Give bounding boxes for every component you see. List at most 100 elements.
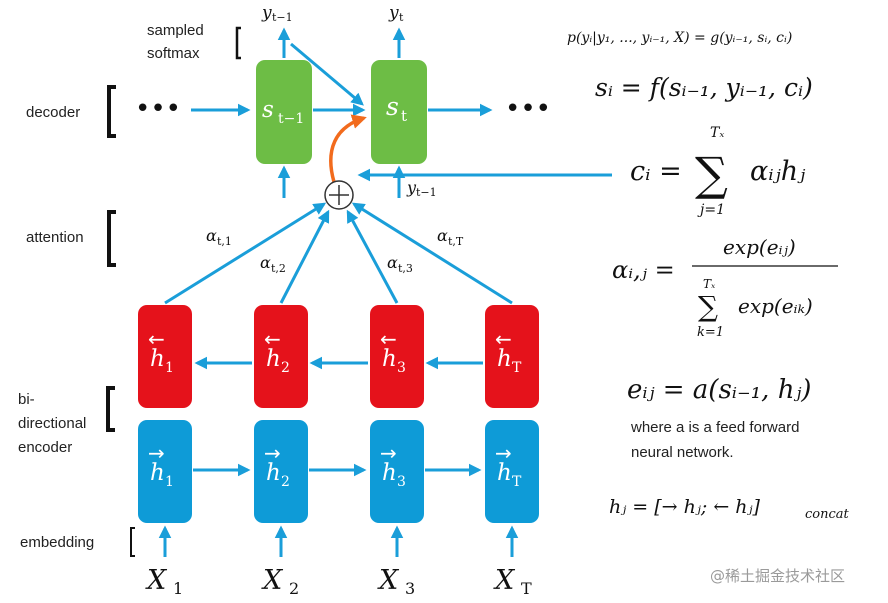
attention-arrow-2 bbox=[279, 209, 330, 304]
backward-cell-3: ← h 3 bbox=[370, 305, 424, 408]
decoder-dots-right: ••• bbox=[505, 94, 551, 124]
equation-hidden: hⱼ = [→ hⱼ; ← hⱼ] bbox=[609, 496, 761, 518]
input-2-label: X bbox=[261, 565, 284, 596]
sum-icon-alpha: ∑ bbox=[698, 290, 718, 323]
sum-icon-context: ∑ bbox=[695, 147, 728, 201]
decoder-state-cur-label: s bbox=[386, 92, 399, 121]
attention-label: attention bbox=[26, 229, 84, 246]
forward-state-1-label: h bbox=[150, 460, 165, 486]
alpha-sum-lower: k=1 bbox=[697, 325, 724, 340]
equation-hidden-sub: concat bbox=[805, 507, 850, 522]
forward-state-2-label: h bbox=[266, 460, 281, 486]
decoder-state-prev-label: s bbox=[262, 97, 274, 123]
alpha-T-sub: t,T bbox=[448, 235, 464, 248]
embedding-label: embedding bbox=[20, 534, 94, 551]
context-sum-lower: j=1 bbox=[697, 202, 725, 218]
forward-arrow-icon: → bbox=[495, 441, 512, 465]
backward-cell-T: ← h T bbox=[485, 305, 539, 408]
input-2-sub: 2 bbox=[289, 579, 299, 598]
alpha-T-label: α bbox=[437, 226, 448, 245]
attention-arrow-T bbox=[351, 202, 513, 305]
input-1-sub: 1 bbox=[173, 579, 183, 598]
decoder-dots-left: ••• bbox=[135, 94, 181, 124]
output-cur-sub: t bbox=[399, 11, 404, 24]
alpha-1-label: α bbox=[206, 226, 217, 245]
alpha-1-sub: t,1 bbox=[217, 235, 232, 248]
backward-arrow-icon: ← bbox=[380, 327, 397, 351]
backward-arrow-icon: ← bbox=[148, 327, 165, 351]
context-to-state-arrow bbox=[329, 114, 367, 183]
decoder-bracket bbox=[107, 85, 116, 138]
softmax-bracket bbox=[235, 26, 241, 60]
encoder-bracket bbox=[106, 386, 115, 432]
attention-arrow-3 bbox=[346, 209, 399, 304]
alpha-3-sub: t,3 bbox=[398, 262, 413, 275]
backward-state-1-label: h bbox=[150, 346, 165, 372]
backward-state-3-sub: 3 bbox=[397, 360, 406, 376]
equation-alpha-numerator: exp(eᵢⱼ) bbox=[723, 235, 796, 259]
forward-cell-1: → h 1 bbox=[138, 420, 192, 523]
input-T-sub: T bbox=[521, 579, 532, 598]
forward-cell-3: → h 3 bbox=[370, 420, 424, 523]
decoder-state-cur-box bbox=[371, 60, 427, 164]
backward-arrow-icon: ← bbox=[264, 327, 281, 351]
energy-note-line2: neural network. bbox=[631, 444, 734, 461]
output-prev-label: y bbox=[261, 3, 272, 23]
embedding-bracket bbox=[130, 527, 135, 557]
equation-alpha-denominator: exp(eᵢₖ) bbox=[738, 294, 813, 318]
forward-cell-2: → h 2 bbox=[254, 420, 308, 523]
equation-context-lhs: cᵢ = bbox=[630, 156, 682, 187]
output-cur-label: y bbox=[388, 3, 399, 23]
input-T-label: X bbox=[493, 565, 516, 596]
decoder-state-cur-sub: t bbox=[401, 107, 407, 125]
backward-cell-1: ← h 1 bbox=[138, 305, 192, 408]
backward-state-2-sub: 2 bbox=[281, 360, 290, 376]
equation-probability: p(yᵢ|y₁, ..., yᵢ₋₁, X) = g(yᵢ₋₁, sᵢ, cᵢ) bbox=[567, 30, 792, 46]
decoder-label: decoder bbox=[26, 104, 80, 121]
backward-arrow-icon: ← bbox=[495, 327, 512, 351]
backward-state-T-sub: T bbox=[512, 360, 522, 376]
context-sum-upper: Tₓ bbox=[710, 125, 724, 141]
backward-state-1-sub: 1 bbox=[165, 360, 174, 376]
alpha-sum-upper: Tₓ bbox=[703, 277, 716, 291]
decoder-state-prev-sub: t−1 bbox=[278, 111, 304, 127]
attention-arrow-1 bbox=[164, 202, 327, 305]
output-prev-sub: t−1 bbox=[272, 11, 293, 24]
backward-cell-2: ← h 2 bbox=[254, 305, 308, 408]
input-3-sub: 3 bbox=[405, 579, 415, 598]
backward-state-3-label: h bbox=[382, 346, 397, 372]
forward-cell-T: → h T bbox=[485, 420, 539, 523]
forward-arrow-icon: → bbox=[264, 441, 281, 465]
sampled-label-line1: sampled bbox=[147, 22, 204, 39]
equation-context-rhs: αᵢⱼhⱼ bbox=[750, 156, 806, 187]
backward-state-T-label: h bbox=[497, 346, 512, 372]
watermark: @稀土掘金技术社区 bbox=[710, 567, 845, 585]
input-3-label: X bbox=[377, 565, 400, 596]
equation-energy: eᵢⱼ = a(sᵢ₋₁, hⱼ) bbox=[627, 375, 811, 405]
forward-state-1-sub: 1 bbox=[165, 474, 174, 490]
alpha-2-label: α bbox=[260, 253, 271, 272]
energy-note-line1: where a is a feed forward bbox=[630, 419, 799, 436]
forward-state-T-label: h bbox=[497, 460, 512, 486]
equation-state: sᵢ = f(sᵢ₋₁, yᵢ₋₁, cᵢ) bbox=[595, 73, 813, 102]
feedback-label: y bbox=[406, 178, 417, 197]
encoder-label-line3: encoder bbox=[18, 439, 72, 456]
arrow-yprev-to-st bbox=[290, 42, 364, 106]
input-1-label: X bbox=[145, 565, 168, 596]
forward-state-3-label: h bbox=[382, 460, 397, 486]
softmax-label-line2: softmax bbox=[147, 45, 200, 62]
forward-arrow-icon: → bbox=[148, 441, 165, 465]
backward-state-2-label: h bbox=[266, 346, 281, 372]
encoder-label-line1: bi- bbox=[18, 391, 35, 408]
forward-arrow-icon: → bbox=[380, 441, 397, 465]
encoder-label-line2: directional bbox=[18, 415, 86, 432]
forward-state-3-sub: 3 bbox=[397, 474, 406, 490]
decoder-state-prev-box bbox=[256, 60, 312, 164]
attention-bracket bbox=[107, 210, 116, 267]
equation-alpha-lhs: αᵢ,ⱼ = bbox=[612, 256, 675, 284]
alpha-3-label: α bbox=[387, 253, 398, 272]
alpha-2-sub: t,2 bbox=[271, 262, 286, 275]
forward-state-2-sub: 2 bbox=[281, 474, 290, 490]
feedback-sub: t−1 bbox=[416, 186, 437, 199]
